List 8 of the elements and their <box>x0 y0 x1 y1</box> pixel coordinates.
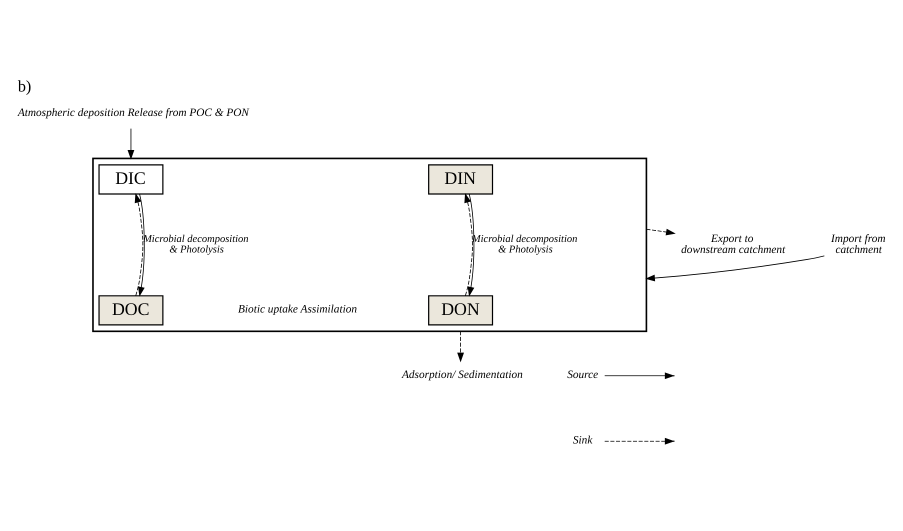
node-text: Atmospheric deposition Release from POC & PON <box>18 107 249 120</box>
node-text: Export to downstream catchment <box>681 232 786 256</box>
label: Biotic uptake Assimilation <box>238 304 358 316</box>
node-text: Import from catchment <box>831 232 886 256</box>
diagram-title: b) <box>18 78 32 96</box>
node-text: Adsorption/ Sedimentation <box>402 368 523 381</box>
legend-label: Source <box>567 368 598 381</box>
legend-label: Sink <box>572 434 592 446</box>
